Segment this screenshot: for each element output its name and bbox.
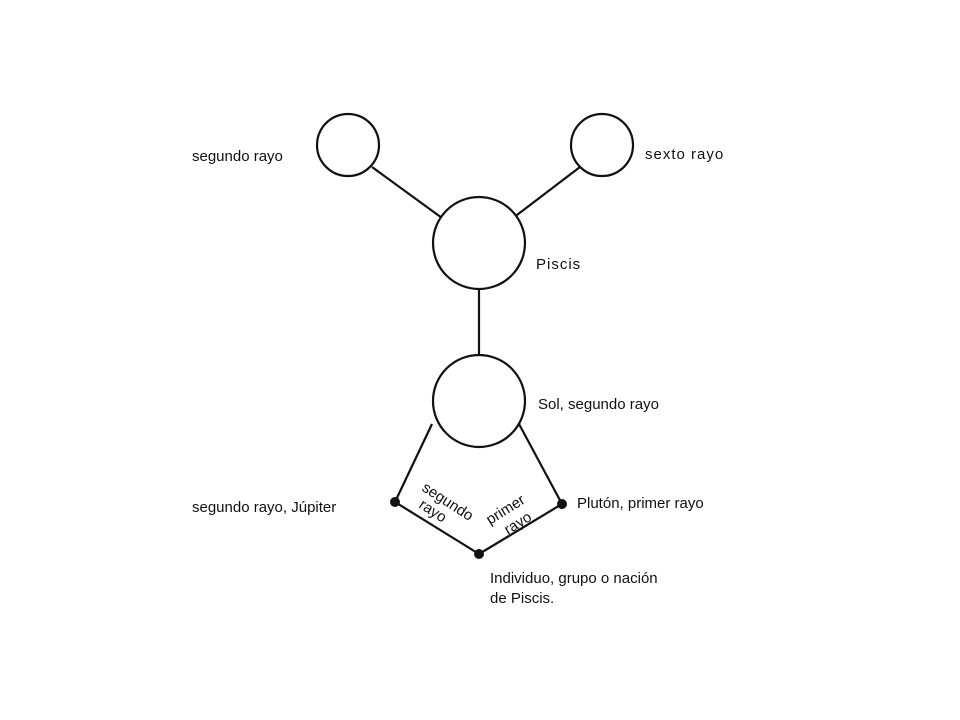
label-individuo-line2: de Piscis. [490,590,554,607]
link-sexto-piscis [512,166,581,219]
node-sol [431,353,527,449]
node-jupiter-dot [390,497,400,507]
label-sexto-rayo: sexto rayo [645,146,724,163]
label-jupiter: segundo rayo, Júpiter [192,499,336,516]
label-sol: Sol, segundo rayo [538,396,659,413]
node-piscis [431,195,527,291]
label-segundo-rayo: segundo rayo [192,148,283,165]
link-pluton-individuo [478,503,563,555]
link-jupiter-individuo [394,501,480,555]
node-sexto-rayo [569,112,635,178]
label-individuo-line1: Individuo, grupo o nación [490,570,658,587]
label-pluton: Plutón, primer rayo [577,495,704,512]
link-segundo-piscis [371,166,443,219]
label-piscis: Piscis [536,256,581,273]
link-sol-jupiter [394,423,433,503]
node-pluton-dot [557,499,567,509]
node-segundo-rayo [315,112,381,178]
link-sol-pluton [518,423,563,505]
node-individuo-dot [474,549,484,559]
